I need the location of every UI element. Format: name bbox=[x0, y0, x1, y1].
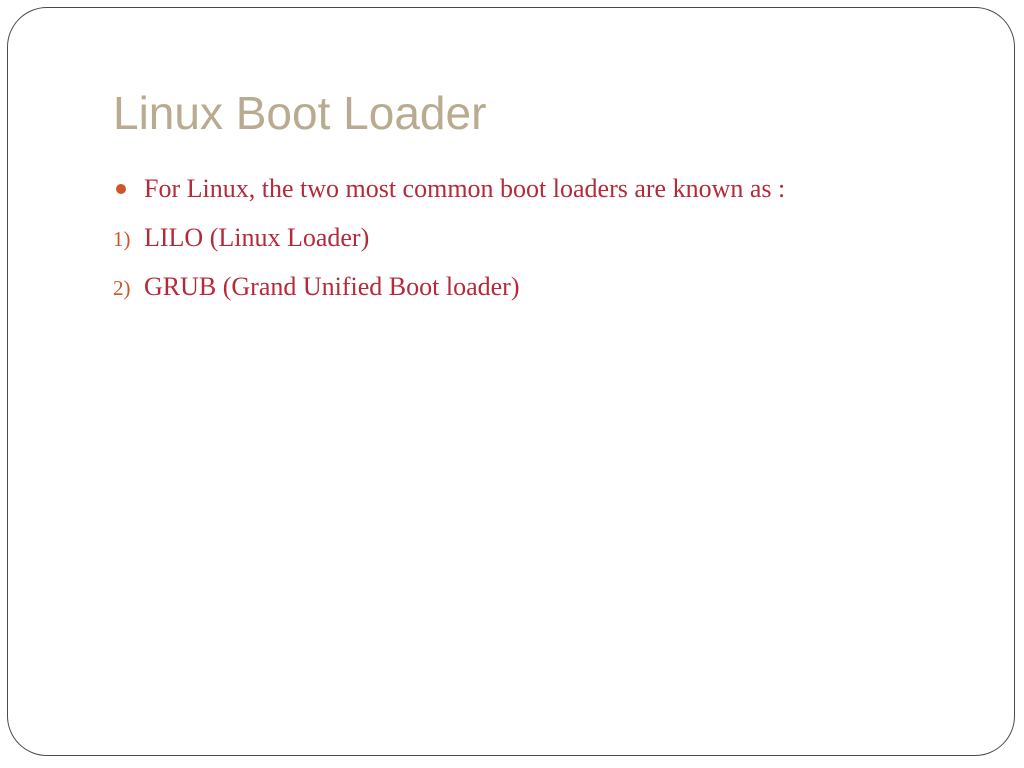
list-number: 1) bbox=[113, 227, 131, 251]
list-number: 2) bbox=[113, 276, 131, 300]
numbered-item-text: LILO (Linux Loader) bbox=[144, 223, 370, 252]
numbered-item-text: GRUB (Grand Unified Boot loader) bbox=[144, 272, 520, 301]
bullet-text: For Linux, the two most common boot load… bbox=[144, 174, 786, 203]
slide-title: Linux Boot Loader bbox=[113, 87, 487, 139]
bullet-dot-icon bbox=[116, 184, 126, 194]
slide-frame bbox=[7, 7, 1015, 756]
